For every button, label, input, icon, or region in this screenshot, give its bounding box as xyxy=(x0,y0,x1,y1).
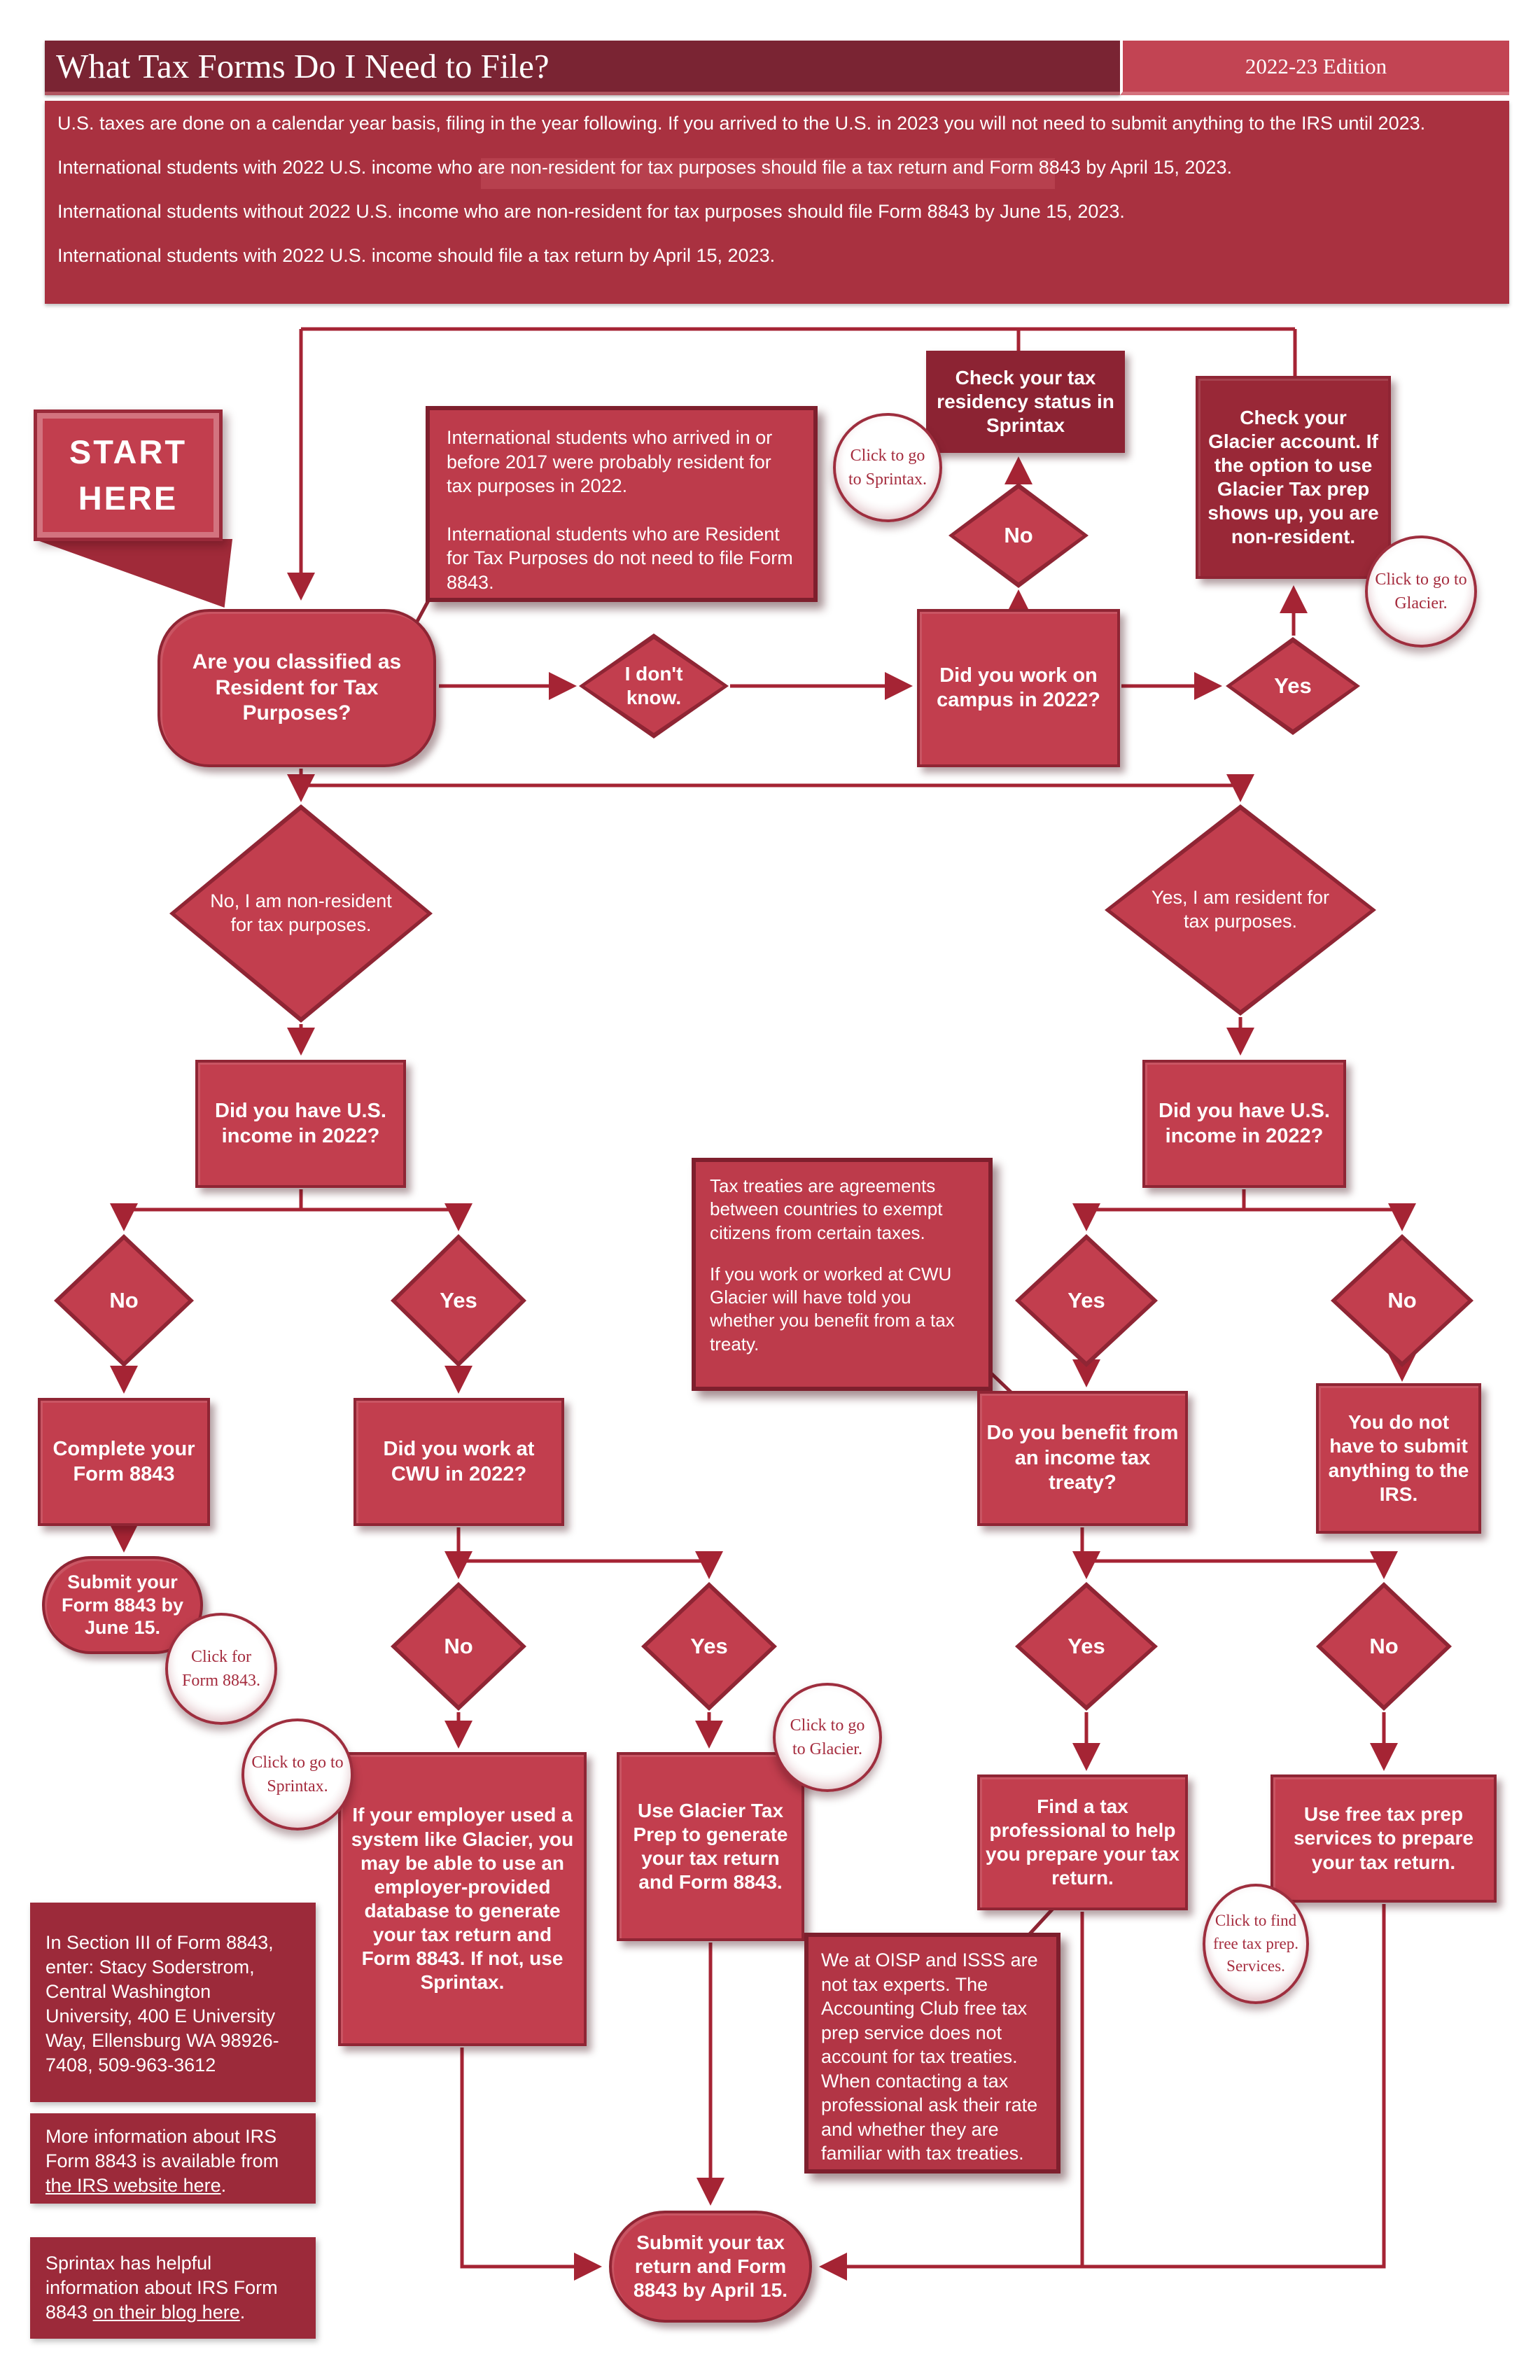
diamond-no-cwu: No xyxy=(391,1582,526,1711)
node-complete-8843: Complete your Form 8843 xyxy=(38,1398,210,1526)
sprintax-blog-link[interactable]: on their blog here xyxy=(92,2302,240,2323)
intro-paragraph-2: International students with 2022 U.S. in… xyxy=(57,156,1232,178)
node-free-tax-prep: Use free tax prep services to prepare yo… xyxy=(1270,1774,1497,1903)
glacier-link-circle-top[interactable]: Click to go to Glacier. xyxy=(1365,536,1477,648)
node-find-tax-professional: Find a tax professional to help you prep… xyxy=(977,1774,1188,1910)
intro-paragraph-4: International students with 2022 U.S. in… xyxy=(57,244,776,266)
diamond-yes-treaty: Yes xyxy=(1015,1582,1158,1711)
header-bar: What Tax Forms Do I Need to File? xyxy=(45,41,1120,95)
node-glacier-tax-prep: Use Glacier Tax Prep to generate your ta… xyxy=(617,1752,804,1941)
node-employer-database: If your employer used a system like Glac… xyxy=(338,1752,587,2046)
diamond-yes-income-left: Yes xyxy=(391,1234,526,1367)
oisp-disclaimer-box: We at OISP and ISSS are not tax experts.… xyxy=(804,1933,1060,2174)
section3-info-box: In Section III of Form 8843, enter: Stac… xyxy=(30,1903,316,2102)
node-work-cwu: Did you work at CWU in 2022? xyxy=(354,1398,564,1526)
node-work-on-campus: Did you work on campus in 2022? xyxy=(917,609,1120,767)
start-line-1: START xyxy=(69,433,188,471)
node-submit-june15: Submit your Form 8843 by June 15. xyxy=(42,1556,203,1654)
diamond-yes-top: Yes xyxy=(1226,637,1360,735)
node-check-sprintax: Check your tax residency status in Sprin… xyxy=(926,351,1125,453)
treaty-info-p2: If you work or worked at CWU Glacier wil… xyxy=(710,1263,955,1354)
sprintax-blog-box: Sprintax has helpful information about I… xyxy=(30,2237,316,2339)
glacier-link-circle-bottom[interactable]: Click to go to Glacier. xyxy=(773,1683,882,1792)
intro-text-band: U.S. taxes are done on a calendar year b… xyxy=(45,101,1509,304)
diamond-yes-cwu: Yes xyxy=(641,1582,777,1711)
edition-badge: 2022-23 Edition xyxy=(1120,41,1509,95)
irs-info-box: More information about IRS Form 8843 is … xyxy=(30,2113,316,2204)
diamond-no-treaty: No xyxy=(1316,1582,1452,1711)
diamond-yes-income-right: Yes xyxy=(1015,1234,1158,1367)
node-income-right: Did you have U.S. income in 2022? xyxy=(1142,1060,1346,1188)
node-classified-resident: Are you classified as Resident for Tax P… xyxy=(158,609,436,767)
form-8843-link-circle[interactable]: Click for Form 8843. xyxy=(165,1613,277,1725)
free-tax-prep-link-circle[interactable]: Click to find free tax prep. Services. xyxy=(1203,1884,1309,2004)
arrived-info-box: International students who arrived in or… xyxy=(426,406,818,602)
diamond-i-dont-know: I don't know. xyxy=(579,634,729,738)
treaty-info-p1: Tax treaties are agreements between coun… xyxy=(710,1175,943,1243)
sprintax-link-circle-bottom[interactable]: Click to go to Sprintax. xyxy=(241,1718,354,1830)
edition-label: 2022-23 Edition xyxy=(1245,53,1387,78)
diamond-no-top: No xyxy=(948,483,1088,588)
diamond-resident: Yes, I am resident for tax purposes. xyxy=(1105,804,1376,1016)
start-here-ribbon: START HERE xyxy=(34,410,223,541)
node-no-submit-irs: You do not have to submit anything to th… xyxy=(1316,1383,1481,1534)
node-benefit-treaty: Do you benefit from an income tax treaty… xyxy=(977,1391,1188,1526)
intro-paragraph-3: International students without 2022 U.S.… xyxy=(57,200,1125,222)
irs-website-link[interactable]: the IRS website here xyxy=(46,2175,221,2197)
node-check-glacier: Check your Glacier account. If the optio… xyxy=(1196,376,1391,579)
page-title: What Tax Forms Do I Need to File? xyxy=(56,47,550,85)
arrived-info-p1: International students who arrived in or… xyxy=(447,427,773,497)
treaty-info-box: Tax treaties are agreements between coun… xyxy=(692,1158,993,1391)
node-submit-april15: Submit your tax return and Form 8843 by … xyxy=(609,2211,812,2323)
arrived-info-p2: International students who are Resident … xyxy=(447,523,793,593)
sprintax-link-circle-top[interactable]: Click to go to Sprintax. xyxy=(833,413,942,522)
intro-paragraph-1: U.S. taxes are done on a calendar year b… xyxy=(57,113,1426,134)
node-income-left: Did you have U.S. income in 2022? xyxy=(195,1060,406,1188)
diamond-no-income-right: No xyxy=(1331,1234,1474,1367)
start-line-2: HERE xyxy=(78,479,178,517)
intro-highlight xyxy=(481,158,1055,189)
diamond-no-income-left: No xyxy=(54,1234,194,1367)
diamond-non-resident: No, I am non-resident for tax purposes. xyxy=(169,804,433,1023)
